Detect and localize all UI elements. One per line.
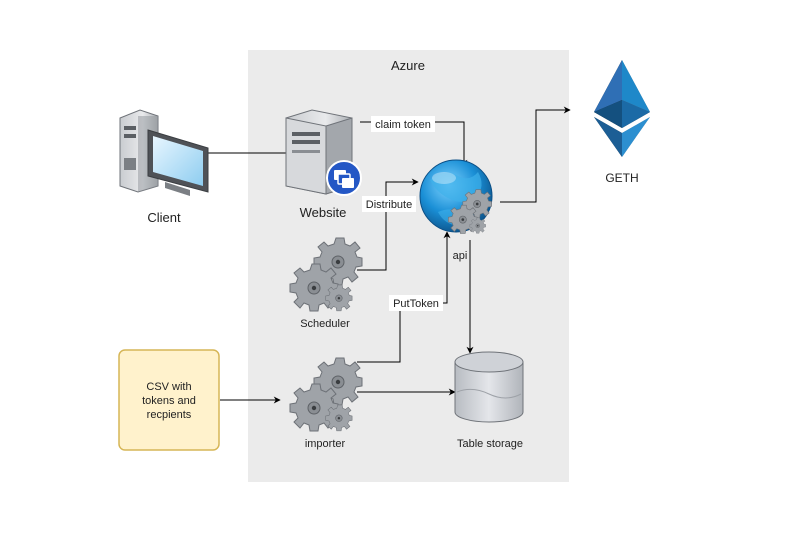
edge-api-geth [500, 106, 571, 203]
globe-with-gears-icon [419, 159, 493, 234]
table-storage-node: Table storage [454, 351, 524, 450]
importer-node: importer [289, 357, 363, 450]
ethereum-logo-icon [594, 60, 650, 157]
scheduler-label: Scheduler [300, 318, 350, 330]
api-node: api [419, 159, 493, 262]
svg-text:PutToken: PutToken [393, 298, 439, 310]
edge-label-distribute: Distribute [362, 196, 416, 212]
csv-label-line-1: CSV with [146, 381, 191, 393]
geth-node: GETH [594, 60, 650, 185]
website-node: Website [285, 109, 362, 220]
csv-node: CSV with tokens and recpients [118, 349, 220, 451]
desktop-computer-icon [119, 109, 209, 196]
edge-distribute [357, 178, 419, 271]
web-app-icon [326, 160, 362, 196]
svg-text:Distribute: Distribute [366, 199, 412, 211]
svg-text:claim token: claim token [375, 119, 431, 131]
table-storage-label: Table storage [457, 438, 523, 450]
api-label: api [453, 250, 468, 262]
website-label: Website [300, 205, 347, 220]
edge-label-claim-token: claim token [371, 116, 435, 132]
csv-label-line-2: tokens and [142, 395, 196, 407]
azure-container-label: Azure [391, 58, 425, 73]
importer-label: importer [305, 438, 346, 450]
client-node: Client [119, 109, 209, 225]
database-cylinder-icon [454, 351, 524, 423]
edge-label-put-token: PutToken [389, 295, 443, 311]
client-label: Client [147, 210, 181, 225]
geth-label: GETH [605, 171, 638, 185]
csv-label-line-3: recpients [147, 409, 192, 421]
scheduler-node: Scheduler [289, 237, 363, 330]
csv-note-box [118, 349, 220, 451]
